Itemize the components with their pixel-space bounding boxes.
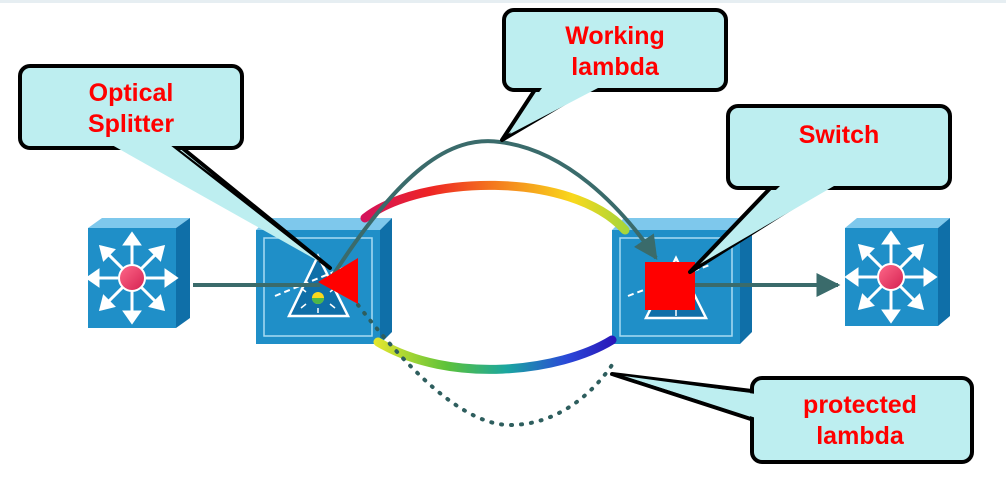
callout-working-lambda-line1: Working bbox=[565, 22, 665, 50]
left-endpoint-switch bbox=[85, 218, 190, 328]
callout-protected-lambda-line2: lambda bbox=[816, 422, 905, 450]
callout-optical-splitter-line1: Optical bbox=[89, 79, 174, 107]
top-decoration bbox=[0, 0, 1006, 3]
callout-working-lambda-line2: lambda bbox=[571, 53, 660, 81]
callout-optical-splitter-line2: Splitter bbox=[88, 110, 174, 138]
layer3-switch-icon bbox=[85, 231, 179, 325]
splitter-marker bbox=[318, 258, 358, 304]
bottom-fiber-path bbox=[373, 335, 617, 374]
working-lambda-path bbox=[328, 139, 658, 282]
callout-working-lambda: Working lambda bbox=[500, 8, 728, 142]
callout-switch-line1: Switch bbox=[799, 121, 880, 149]
switch-marker bbox=[645, 262, 695, 310]
layer3-switch-icon bbox=[844, 230, 938, 324]
callout-protected-lambda: protected lambda bbox=[610, 372, 974, 464]
top-fiber-path bbox=[360, 180, 630, 235]
right-endpoint-switch bbox=[844, 218, 950, 326]
callout-optical-splitter: Optical Splitter bbox=[18, 64, 332, 270]
callout-protected-lambda-line1: protected bbox=[803, 391, 917, 419]
callout-switch: Switch bbox=[688, 104, 952, 274]
